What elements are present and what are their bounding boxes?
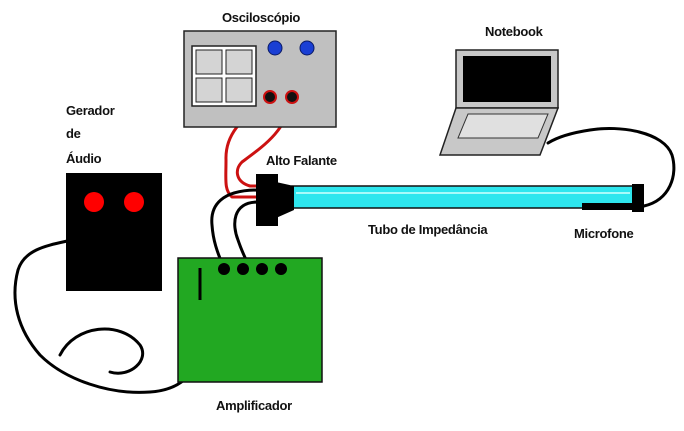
amplifier-jack-2 <box>237 263 249 275</box>
notebook-screen <box>463 56 551 102</box>
notebook: Notebook <box>438 24 560 156</box>
notebook-keyboard <box>457 113 549 139</box>
generator-label-line2: de <box>66 126 81 141</box>
generator-cable-inner <box>58 327 145 375</box>
tube-label: Tubo de Impedância <box>368 222 488 237</box>
oscilloscope-input-right <box>285 90 299 104</box>
microphone-end-cap <box>632 184 644 212</box>
microphone: Microfone <box>574 184 644 241</box>
speaker: Alto Falante <box>256 153 337 226</box>
amplifier-body <box>177 257 323 383</box>
audio-generator: Gerador de Áudio <box>66 103 162 291</box>
speaker-body <box>256 174 278 226</box>
amplifier-jack-1 <box>218 263 230 275</box>
speaker-cable-1 <box>210 188 260 270</box>
oscilloscope-label: Osciloscópio <box>222 10 300 25</box>
amplifier: Amplificador <box>177 257 323 413</box>
amplifier-label: Amplificador <box>216 398 292 413</box>
oscilloscope-screen-cell-tl <box>195 49 223 75</box>
oscilloscope-screen-cell-br <box>225 77 253 103</box>
speaker-cone <box>276 182 294 218</box>
microphone-body <box>582 203 634 210</box>
speaker-label: Alto Falante <box>266 153 337 168</box>
oscilloscope-knob-right <box>299 40 315 56</box>
generator-light-right <box>124 192 144 212</box>
oscilloscope: Osciloscópio <box>183 10 337 128</box>
oscilloscope-screen-cell-tr <box>225 49 253 75</box>
notebook-label: Notebook <box>485 24 544 39</box>
generator-body <box>66 173 162 291</box>
generator-light-left <box>84 192 104 212</box>
generator-label-line1: Gerador <box>66 103 115 118</box>
oscilloscope-knob-left <box>267 40 283 56</box>
amplifier-jack-3 <box>256 263 268 275</box>
amplifier-jack-4 <box>275 263 287 275</box>
microphone-label: Microfone <box>574 226 633 241</box>
oscilloscope-input-left <box>263 90 277 104</box>
oscilloscope-screen-cell-bl <box>195 77 223 103</box>
generator-label-line3: Áudio <box>66 151 102 166</box>
notebook-cable <box>546 126 676 208</box>
